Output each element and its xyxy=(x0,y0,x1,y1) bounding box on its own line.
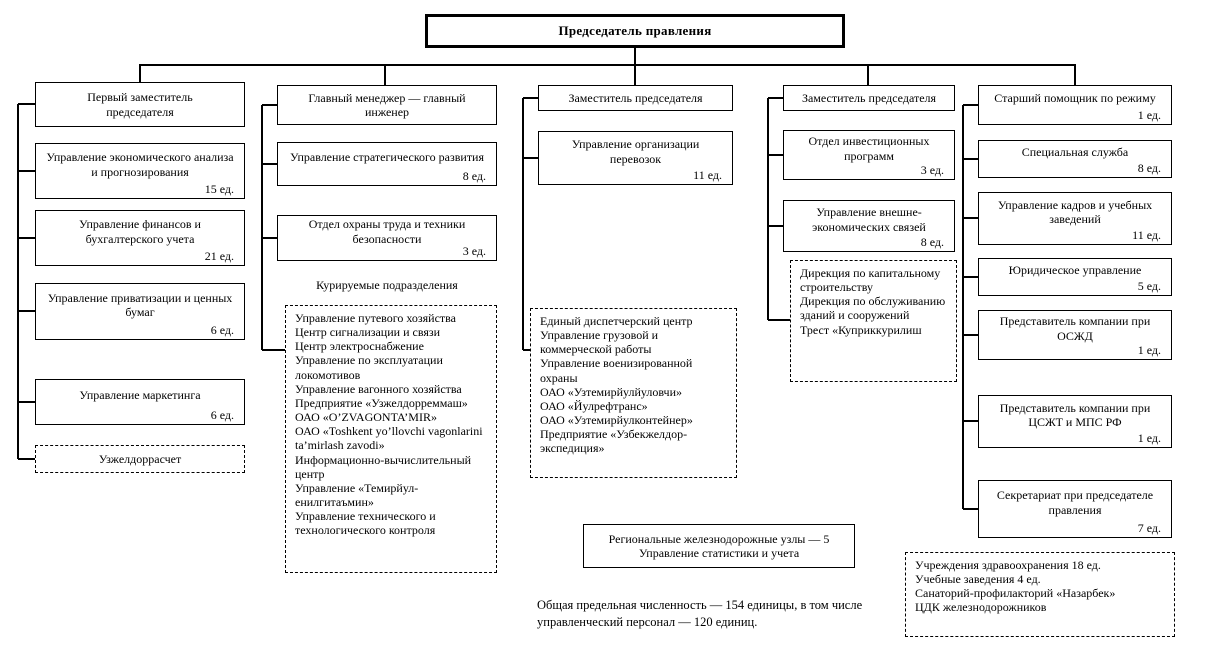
list-item: Управление грузовой и коммерческой работ… xyxy=(540,328,659,357)
labor-safety-label: Отдел охраны труда и техники безопасност… xyxy=(308,217,466,246)
list-item: Управление путевого хозяйства xyxy=(295,311,457,325)
list-item: ОАО «Узтемирйулконтейнер» xyxy=(540,413,693,428)
deputy-chairman-transport-label: Заместитель председателя xyxy=(568,90,703,105)
list-item: ЦДК железнодорожников xyxy=(915,600,1047,615)
list-item: Трест «Куприккурилиш xyxy=(800,322,922,337)
list-item: Управление вагонного хозяйства xyxy=(295,381,462,396)
foreign-economic-box: Управление внешне-экономических связей 8… xyxy=(783,200,955,252)
special-service-box: Специальная служба 8 ед. xyxy=(978,140,1172,178)
list-item: Учебные заведения 4 ед. xyxy=(915,572,1041,587)
list-item: Управление по эксплуатации локомотивов xyxy=(295,353,443,382)
chairman-box: Председатель правления xyxy=(425,14,845,48)
secretariat-box: Секретариат при председателе правления 7… xyxy=(978,480,1172,538)
personnel-box: Управление кадров и учебных заведений 11… xyxy=(978,192,1172,245)
list-item: Дирекция по обслуживанию зданий и сооруж… xyxy=(800,294,946,323)
economic-analysis-units: 15 ед. xyxy=(204,181,234,196)
special-service-units: 8 ед. xyxy=(1137,160,1161,175)
list-item: Управление военизированной охраны xyxy=(540,356,693,385)
list-item: Санаторий-профилакторий «Назарбек» xyxy=(915,586,1116,601)
strategic-development-box: Управление стратегического развития 8 ед… xyxy=(277,142,497,186)
marketing-box: Управление маркетинга 6 ед. xyxy=(35,379,245,425)
uzzheldorraschet-label: Узжелдоррасчет xyxy=(98,451,182,466)
secretariat-label: Секретариат при председателе правления xyxy=(996,488,1154,517)
personnel-label: Управление кадров и учебных заведений xyxy=(997,197,1153,226)
deputy-chairman-transport-box: Заместитель председателя xyxy=(538,85,733,111)
investment-programs-units: 3 ед. xyxy=(920,162,944,177)
foreign-economic-label: Управление внешне-экономических связей xyxy=(812,205,926,234)
supervised-divisions-title: Курируемые подразделения xyxy=(316,278,458,292)
personnel-units: 11 ед. xyxy=(1132,227,1161,242)
economic-analysis-box: Управление экономического анализа и прог… xyxy=(35,143,245,199)
transport-organization-label: Управление организации перевозок xyxy=(571,137,700,166)
privatization-securities-label: Управление приватизации и ценных бумаг xyxy=(47,290,233,319)
privatization-securities-box: Управление приватизации и ценных бумаг 6… xyxy=(35,283,245,340)
investment-programs-box: Отдел инвестиционных программ 3 ед. xyxy=(783,130,955,180)
investment-programs-label: Отдел инвестиционных программ xyxy=(808,134,930,163)
legal-units: 5 ед. xyxy=(1137,278,1161,293)
list-item: Региональные железнодорожные узлы — 5 xyxy=(608,531,830,546)
osjd-representative-box: Представитель компании при ОСЖД 1 ед. xyxy=(978,310,1172,360)
finance-accounting-box: Управление финансов и бухгалтерского уче… xyxy=(35,210,245,266)
list-item: Учреждения здравоохранения 18 ед. xyxy=(915,558,1101,572)
uzzheldorraschet-box: Узжелдоррасчет xyxy=(35,445,245,473)
finance-accounting-label: Управление финансов и бухгалтерского уче… xyxy=(79,217,201,246)
list-item: ОАО «Узтемирйулйуловчи» xyxy=(540,384,683,399)
foreign-economic-units: 8 ед. xyxy=(920,234,944,249)
osjd-representative-units: 1 ед. xyxy=(1137,342,1161,357)
list-item: Информационно-вычислительный центр xyxy=(295,452,472,481)
deputy-chairman-investment-label: Заместитель председателя xyxy=(801,90,937,105)
finance-accounting-units: 21 ед. xyxy=(204,248,234,263)
economic-analysis-label: Управление экономического анализа и прог… xyxy=(46,150,234,179)
marketing-label: Управление маркетинга xyxy=(79,388,201,403)
csjt-mps-representative-units: 1 ед. xyxy=(1137,430,1161,445)
senior-assistant-regime-label: Старший помощник по режиму xyxy=(994,91,1156,106)
transport-organization-box: Управление организации перевозок 11 ед. xyxy=(538,131,733,185)
list-item: Предприятие «Узбекжелдор-экспедиция» xyxy=(540,427,688,456)
first-deputy-chairman-box: Первый заместитель председателя xyxy=(35,82,245,127)
list-item: Единый диспетчерский центр xyxy=(540,314,693,328)
privatization-securities-units: 6 ед. xyxy=(210,322,234,337)
first-deputy-chairman-label: Первый заместитель председателя xyxy=(87,90,193,119)
list-item: Управление «Темирйул-енилгитаъмин» xyxy=(295,480,419,510)
list-item: ОАО «Йулрефтранс» xyxy=(540,398,648,413)
legal-box: Юридическое управление 5 ед. xyxy=(978,258,1172,296)
labor-safety-box: Отдел охраны труда и техники безопасност… xyxy=(277,215,497,261)
list-item: Дирекция по капитальному строительству xyxy=(800,266,941,295)
legal-label: Юридическое управление xyxy=(1008,263,1142,278)
strategic-development-label: Управление стратегического развития xyxy=(290,150,484,165)
social-institutions-box: Учреждения здравоохранения 18 ед.Учебные… xyxy=(905,552,1175,637)
marketing-units: 6 ед. xyxy=(210,407,234,422)
special-service-label: Специальная служба xyxy=(1021,145,1129,160)
senior-assistant-regime-units: 1 ед. xyxy=(1137,107,1161,122)
deputy-chairman-investment-box: Заместитель председателя xyxy=(783,85,955,111)
list-item: Предприятие «Узжелдорреммаш» xyxy=(295,395,468,410)
list-item: ОАО «O’ZVAGONTA’MIR» xyxy=(295,410,437,425)
transport-organization-units: 11 ед. xyxy=(693,167,722,182)
strategic-development-units: 8 ед. xyxy=(462,168,486,183)
chief-manager-label: Главный менеджер — главный инженер xyxy=(308,90,466,119)
osjd-representative-label: Представитель компании при ОСЖД xyxy=(999,314,1151,343)
list-item: Центр электроснабжение xyxy=(295,339,424,354)
csjt-mps-representative-box: Представитель компании при ЦСЖТ и МПС РФ… xyxy=(978,395,1172,448)
chairman-label: Председатель правления xyxy=(558,23,712,39)
list-item: ОАО «Toshkent yo’llovchi vagonlarini ta’… xyxy=(295,424,483,453)
labor-safety-units: 3 ед. xyxy=(462,243,486,258)
list-item: Управление технического и технологическо… xyxy=(295,509,436,538)
secretariat-units: 7 ед. xyxy=(1137,520,1161,535)
chief-manager-box: Главный менеджер — главный инженер xyxy=(277,85,497,125)
total-headcount-note: Общая предельная численность — 154 едини… xyxy=(537,598,863,629)
list-item: Центр сигнализации и связи xyxy=(295,325,441,340)
senior-assistant-regime-box: Старший помощник по режиму 1 ед. xyxy=(978,85,1172,125)
csjt-mps-representative-label: Представитель компании при ЦСЖТ и МПС РФ xyxy=(999,400,1151,429)
list-item: Управление статистики и учета xyxy=(638,546,800,560)
